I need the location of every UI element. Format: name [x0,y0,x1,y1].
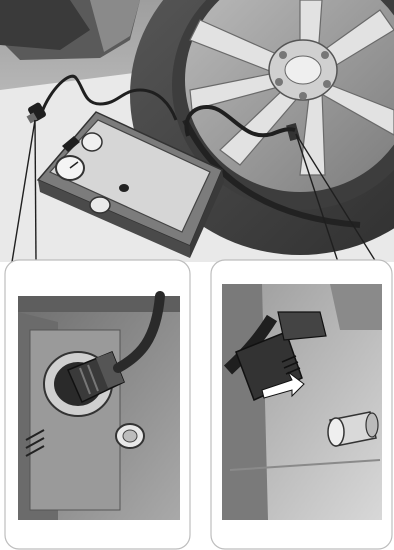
detail-panel-tyre-valve [211,260,392,549]
detail-panel-power-socket [5,260,190,549]
overview-scene [0,0,394,262]
